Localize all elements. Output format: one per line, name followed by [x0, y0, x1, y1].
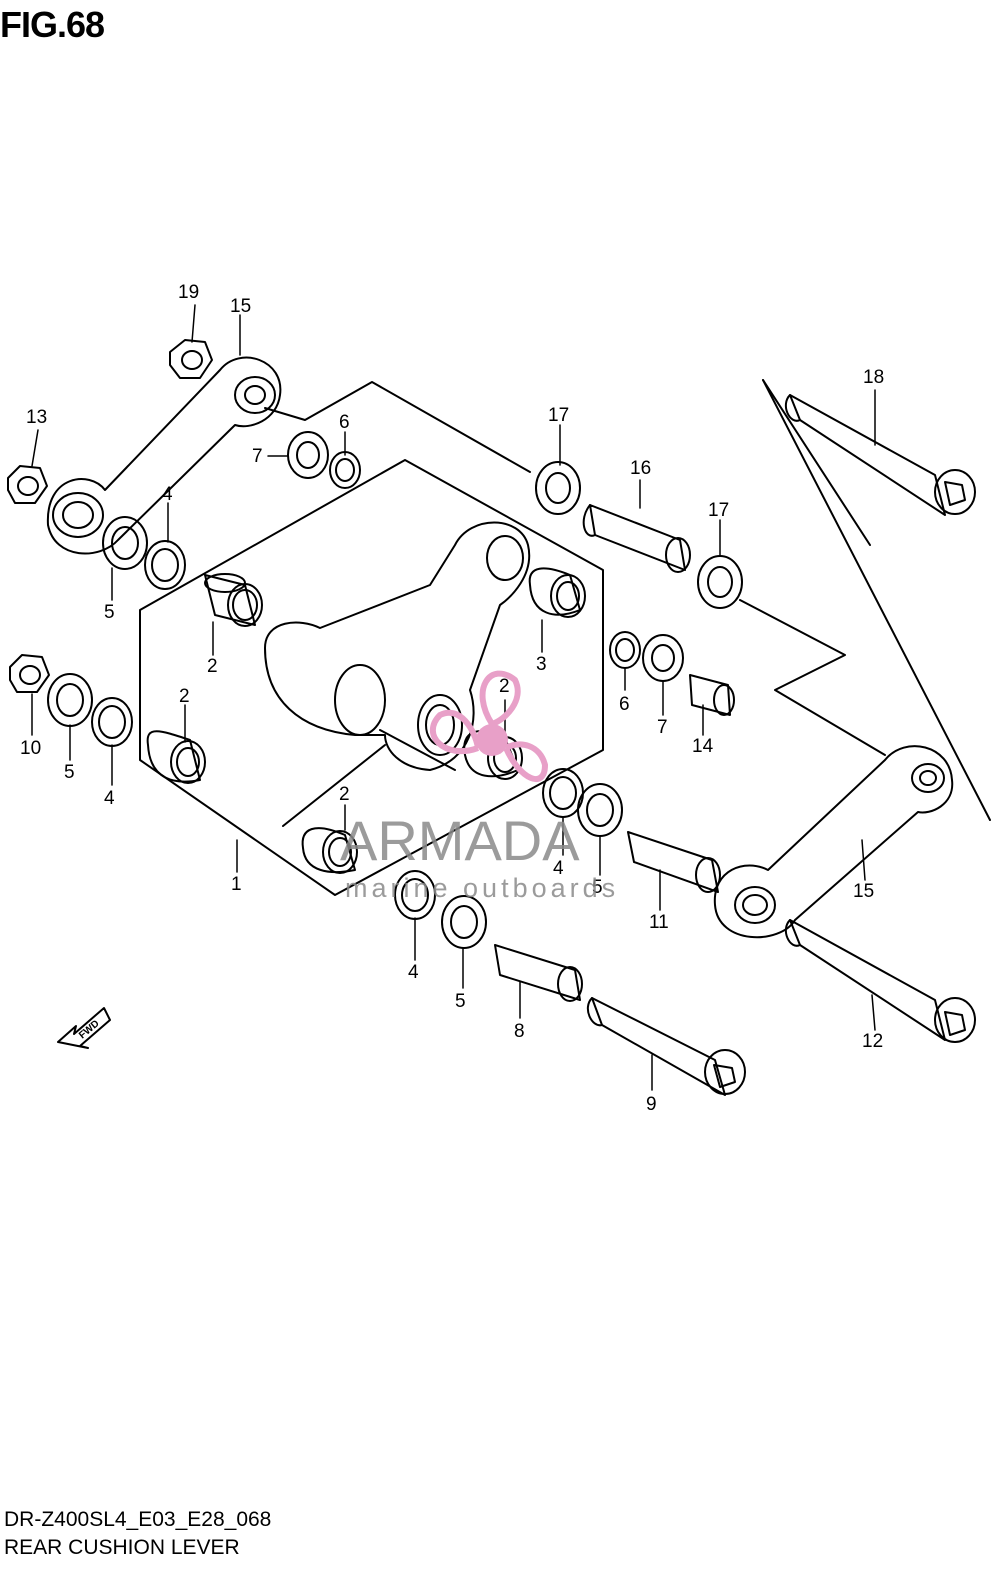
label-17-b: 17	[708, 500, 729, 521]
bolt-9	[586, 997, 746, 1096]
label-5-b: 5	[64, 762, 75, 783]
label-15-right: 15	[853, 881, 874, 902]
spacer-11	[627, 831, 721, 893]
label-13: 13	[26, 407, 47, 428]
washer-17-b	[697, 555, 743, 609]
label-3: 3	[536, 654, 547, 675]
nut-13	[7, 465, 48, 504]
right-link-rod	[713, 745, 954, 939]
figure-code: DR-Z400SL4_E03_E28_068	[4, 1508, 272, 1531]
label-12: 12	[862, 1031, 883, 1052]
bolt-18	[784, 394, 976, 516]
upper-link-guideline	[264, 381, 531, 473]
left-link-rod	[46, 356, 282, 555]
label-2-d: 2	[499, 676, 510, 697]
label-2-c: 2	[339, 784, 350, 805]
bearing-2-a	[204, 573, 263, 627]
seal-4-a	[144, 540, 186, 590]
label-6-right: 6	[619, 694, 630, 715]
bearing-3	[528, 567, 586, 618]
label-18: 18	[863, 367, 884, 388]
spacer-16	[582, 504, 691, 573]
lever-group-outline	[139, 459, 604, 896]
label-2-a: 2	[207, 656, 218, 677]
center-guide-2	[379, 729, 456, 771]
nut-19	[169, 339, 213, 379]
washer-5-a	[102, 516, 148, 570]
seal-4-b	[91, 697, 133, 747]
watermark-tagline: marine outboards	[345, 873, 619, 903]
spacer-8	[494, 944, 583, 1002]
label-19: 19	[178, 282, 199, 303]
seal-6-top	[329, 451, 361, 489]
cushion-lever	[264, 521, 531, 771]
bearing-2-b	[146, 730, 206, 784]
bearing-2-c	[301, 827, 358, 874]
label-4-d: 4	[408, 962, 419, 983]
washer-5-d	[441, 895, 487, 949]
label-10: 10	[20, 738, 41, 759]
label-4-c: 4	[553, 858, 564, 879]
leader-lines	[31, 304, 876, 1091]
watermark-word: ARMADA	[340, 809, 580, 872]
label-14: 14	[692, 736, 714, 757]
label-2-b: 2	[179, 686, 190, 707]
label-9: 9	[646, 1094, 657, 1115]
figure-caption: REAR CUSHION LEVER	[4, 1536, 240, 1559]
label-11: 11	[649, 912, 669, 933]
fwd-arrow-icon: FWD	[57, 1007, 111, 1049]
washer-7-right	[642, 634, 684, 682]
figure-title: FIG.68	[0, 4, 105, 45]
label-7-right: 7	[657, 717, 668, 738]
center-guide	[282, 744, 386, 827]
right-guideline	[762, 379, 991, 821]
seal-6-right	[609, 631, 641, 669]
washer-17-a	[535, 461, 581, 515]
label-17-a: 17	[548, 405, 569, 426]
nut-10	[9, 654, 50, 693]
right-guideline-2	[762, 379, 871, 546]
washer-5-b	[47, 673, 93, 727]
label-4-b: 4	[104, 788, 115, 809]
bolt-12	[784, 919, 976, 1043]
label-6-top: 6	[339, 412, 350, 433]
washer-5-c	[577, 783, 623, 837]
label-7-top: 7	[252, 446, 263, 467]
label-15-left: 15	[230, 296, 251, 317]
propeller-logo-icon	[430, 670, 549, 782]
label-1: 1	[231, 874, 242, 895]
label-5-d: 5	[455, 991, 466, 1012]
washer-7-top	[287, 431, 329, 479]
spacer-14	[689, 674, 735, 716]
watermark: ARMADA marine outboards	[340, 670, 619, 903]
label-8: 8	[514, 1021, 525, 1042]
label-5-a: 5	[104, 602, 115, 623]
label-4-a: 4	[162, 484, 173, 505]
label-16: 16	[630, 458, 651, 479]
lower-right-guide	[739, 599, 886, 756]
label-5-c: 5	[592, 877, 603, 898]
